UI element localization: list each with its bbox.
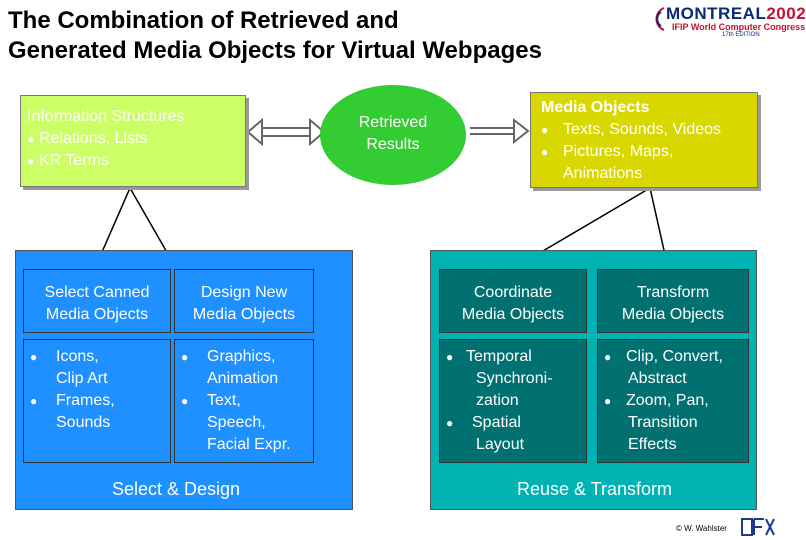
slide-title-line2: Generated Media Objects for Virtual Webp… [8,37,542,64]
list-item: ● Graphics, [181,346,313,368]
bullet-icon: ● [30,350,38,364]
list-item-text: Clip Art [56,370,108,387]
list-item-text: zation [476,392,519,409]
dfki-logo-icon [740,516,776,538]
header-line: Select Canned [44,284,150,301]
bullet-icon: ● [181,394,189,408]
logo-wordmark: MONTREAL2002 [666,4,806,23]
header-line: Media Objects [192,306,296,323]
header-line: Media Objects [461,306,565,323]
retrieved-results-ellipse: Retrieved Results [320,85,466,185]
list-item-text: Abstract [628,370,687,387]
logo-edition: 17th EDITION [722,32,760,38]
list-item: ● Frames, [30,390,170,412]
header-line: Design New [200,284,288,301]
bullet-icon: ● [446,350,454,364]
select-canned-list: ● Icons, Clip Art ● Frames, Sounds [23,339,171,463]
bullet-icon: ● [27,154,35,168]
coordinate-list: ● Temporal Synchroni- zation ● Spatial Lay… [439,339,587,463]
list-item-text: Sounds [56,414,111,431]
header-line: Media Objects [45,306,149,323]
media-bullet-text: Texts, Sounds, Videos [563,121,722,138]
list-item-text: Transition [628,414,698,431]
list-item-text: Icons, [56,348,99,365]
info-bullet-text: KR Terms [39,152,109,169]
reuse-transform-label: Reuse & Transform [516,479,673,499]
list-item: ● Clip, Convert, [604,346,748,368]
list-item-text: Layout [476,436,525,453]
media-bullet: ● Pictures, Maps, [541,141,757,163]
list-item: ● Icons, [30,346,170,368]
design-new-list: ● Graphics, Animation ● Text, Speech, Faci… [174,339,314,463]
list-item-text: Zoom, Pan, [626,392,709,409]
list-item: ● Zoom, Pan, [604,390,748,412]
info-heading: Information Structures [27,108,185,125]
transform-list: ● Clip, Convert, Abstract ● Zoom, Pan, Tra… [597,339,749,463]
retrieved-media-arrow [470,117,530,145]
media-bullet-text: Pictures, Maps, [563,143,674,160]
info-retrieved-arrow [246,117,326,147]
reuse-transform-panel: Coordinate Media Objects Transform Media… [430,250,757,510]
bullet-icon: ● [604,350,612,364]
slide-title-line1: The Combination of Retrieved and [8,7,399,34]
list-item-text: Synchroni- [476,370,553,387]
list-item-text: Facial Expr. [207,436,291,453]
info-bullet-text: Relations, Lists [39,130,148,147]
bullet-icon: ● [604,394,612,408]
media-objects-box: Media Objects ● Texts, Sounds, Videos ● … [530,92,758,188]
bullet-icon: ● [27,132,35,146]
list-item: ● Text, [181,390,313,412]
info-bullet: ● KR Terms [27,150,245,172]
design-new-header: Design New Media Objects [174,269,314,333]
list-item-text: Text, [207,392,241,409]
bullet-icon: ● [541,145,549,159]
info-bullet: ● Relations, Lists [27,128,245,150]
montreal-2002-logo: MONTREAL2002 IFIP World Computer Congres… [652,2,806,42]
list-item-text: Graphics, [207,348,276,365]
list-item-text: Speech, [207,414,266,431]
list-item-text: Temporal [466,348,532,365]
list-item-text: Frames, [56,392,115,409]
media-continuation: Animations [563,165,643,182]
transform-header: Transform Media Objects [597,269,749,333]
media-heading: Media Objects [541,99,650,116]
bullet-icon: ● [181,350,189,364]
select-design-label: Select & Design [111,479,241,499]
coordinate-header: Coordinate Media Objects [439,269,587,333]
list-item-text: Effects [628,436,677,453]
select-design-panel: Select Canned Media Objects Design New M… [15,250,353,510]
bullet-icon: ● [30,394,38,408]
list-item-text: Spatial [472,414,521,431]
header-line: Transform [636,284,710,301]
list-item-text: Animation [207,370,279,387]
logo-swirl-icon [655,7,665,31]
header-line: Coordinate [473,284,553,301]
list-item: ● Spatial [446,412,586,434]
logo-subtitle: IFIP World Computer Congress [672,22,806,32]
select-canned-header: Select Canned Media Objects [23,269,171,333]
information-structures-box: Information Structures ● Relations, List… [20,95,246,187]
media-bullet: ● Texts, Sounds, Videos [541,119,757,141]
bullet-icon: ● [446,416,454,430]
copyright-text: © W. Wahlster [676,524,727,533]
retrieved-line1: Retrieved [358,114,428,131]
header-line: Media Objects [621,306,725,323]
bullet-icon: ● [541,123,549,137]
list-item-text: Clip, Convert, [626,348,723,365]
retrieved-line2: Results [366,136,420,153]
list-item: ● Temporal [446,346,586,368]
slide-title: The Combination of Retrieved and Generat… [8,6,648,66]
